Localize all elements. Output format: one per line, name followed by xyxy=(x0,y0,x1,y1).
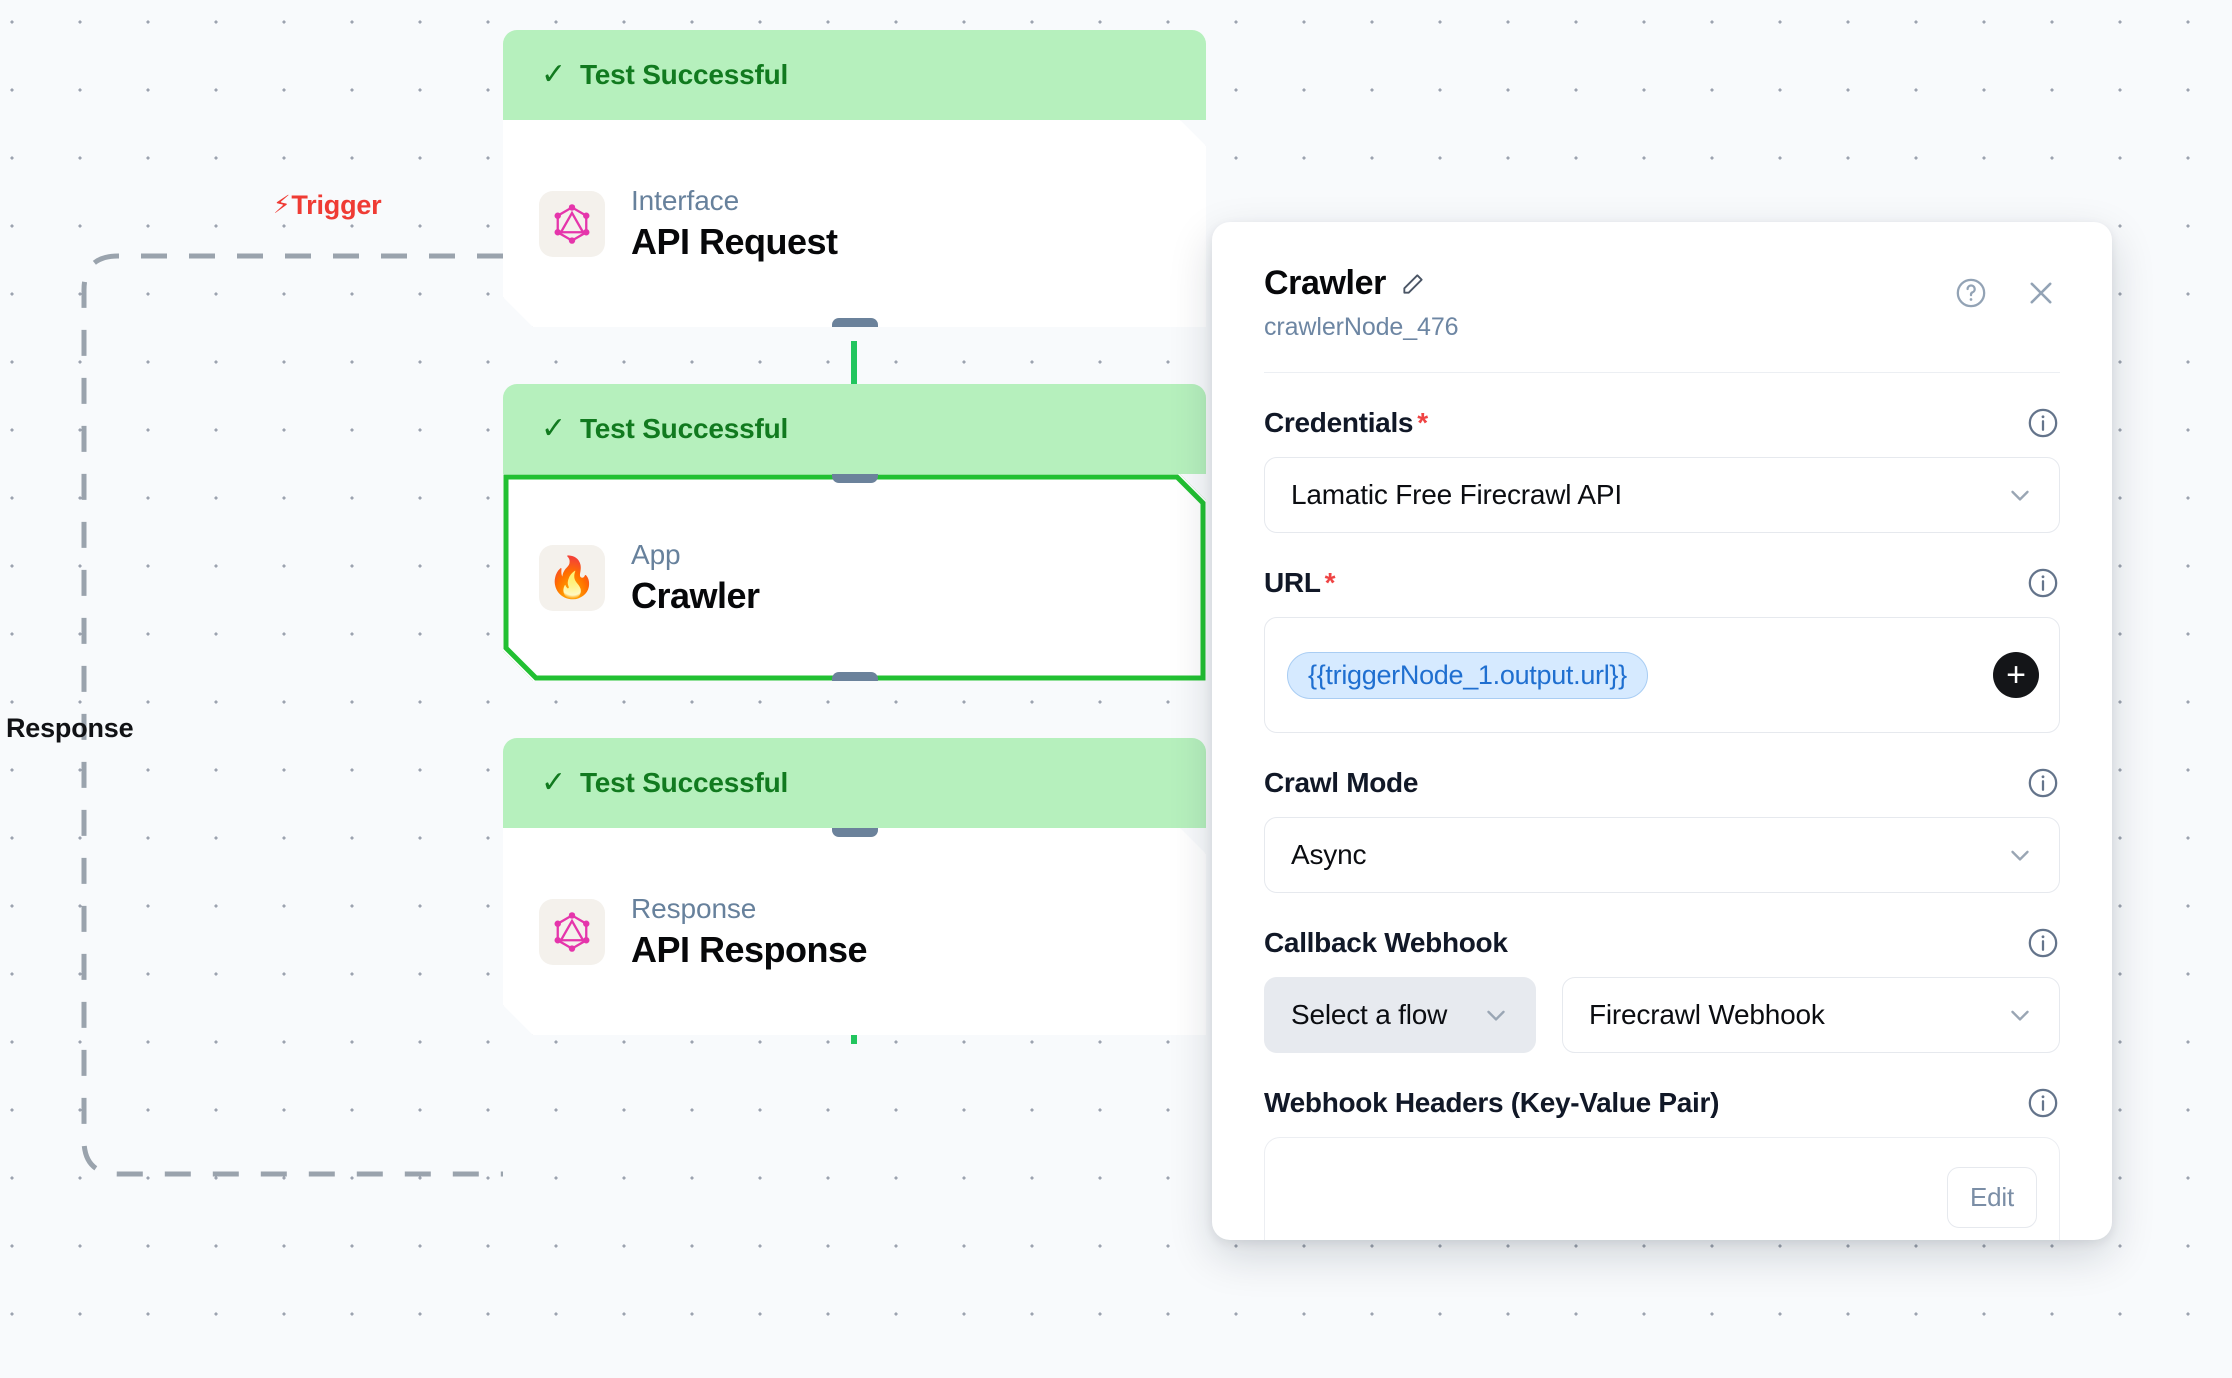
field-label: URL* xyxy=(1264,567,1336,598)
check-icon: ✓ xyxy=(541,766,566,799)
node-title: Crawler xyxy=(631,574,760,616)
edit-button[interactable]: Edit xyxy=(1946,1166,2037,1228)
node-card-body[interactable]: 🔥 App Crawler xyxy=(503,474,1206,681)
node-status-banner: ✓ Test Successful xyxy=(503,384,1206,474)
field-url: URL* {{triggerNode_1.output.url}} + xyxy=(1264,563,2060,733)
required-asterisk: * xyxy=(1417,407,1428,438)
crawl-mode-select[interactable]: Async xyxy=(1264,817,2060,893)
field-label: Credentials* xyxy=(1264,407,1428,438)
webhook-headers-box[interactable]: Edit xyxy=(1264,1137,2060,1240)
check-icon: ✓ xyxy=(541,58,566,91)
flow-select[interactable]: Select a flow xyxy=(1264,977,1536,1053)
node-status-text: Test Successful xyxy=(579,413,789,444)
node-output-handle[interactable] xyxy=(832,318,878,336)
url-input[interactable]: {{triggerNode_1.output.url}} + xyxy=(1264,617,2060,733)
credentials-value: Lamatic Free Firecrawl API xyxy=(1291,479,1622,510)
field-label: Callback Webhook xyxy=(1264,927,1508,958)
close-icon[interactable] xyxy=(2022,274,2060,312)
node-kind: Interface xyxy=(631,184,740,216)
field-label: Crawl Mode xyxy=(1264,767,1419,798)
divider xyxy=(1264,372,2060,373)
pencil-icon[interactable] xyxy=(1400,271,1426,297)
node-api-response[interactable]: ✓ Test Successful Response API Response xyxy=(503,738,1206,1035)
graphql-icon xyxy=(539,191,605,257)
variable-token[interactable]: {{triggerNode_1.output.url}} xyxy=(1287,651,1648,699)
crawl-mode-value: Async xyxy=(1291,839,1367,870)
help-circle-icon[interactable] xyxy=(1952,274,1990,312)
node-config-panel[interactable]: Crawler crawlerNode_476 xyxy=(1212,222,2112,1240)
credentials-select[interactable]: Lamatic Free Firecrawl API xyxy=(1264,457,2060,533)
trigger-label: ⚡ Trigger xyxy=(273,190,382,221)
field-credentials: Credentials* Lamatic Free Firecrawl API xyxy=(1264,403,2060,533)
required-asterisk: * xyxy=(1324,567,1336,598)
flow-value: Select a flow xyxy=(1291,999,1448,1030)
node-status-text: Test Successful xyxy=(579,59,789,90)
check-icon: ✓ xyxy=(541,412,566,445)
info-icon[interactable] xyxy=(2026,926,2060,960)
node-title: API Request xyxy=(631,220,838,262)
node-kind: App xyxy=(631,538,681,570)
trigger-label-text: Trigger xyxy=(291,190,382,220)
page-title: Crawler xyxy=(1264,264,1386,302)
node-title: API Response xyxy=(631,928,868,970)
field-webhook-headers: Webhook Headers (Key-Value Pair) Edit xyxy=(1264,1083,2060,1240)
info-icon[interactable] xyxy=(2026,566,2060,600)
graphql-icon xyxy=(539,899,605,965)
node-card-body[interactable]: Response API Response xyxy=(503,828,1206,1035)
node-card-body[interactable]: Interface API Request xyxy=(503,120,1206,327)
node-selected-outline xyxy=(503,474,1206,681)
field-crawl-mode: Crawl Mode Async xyxy=(1264,763,2060,893)
info-icon[interactable] xyxy=(2026,766,2060,800)
field-callback-webhook: Callback Webhook Select a flow xyxy=(1264,923,2060,1053)
node-id-label: crawlerNode_476 xyxy=(1264,313,1459,341)
field-label: Webhook Headers (Key-Value Pair) xyxy=(1264,1087,1720,1118)
webhook-select[interactable]: Firecrawl Webhook xyxy=(1562,977,2060,1053)
node-status-banner: ✓ Test Successful xyxy=(503,738,1206,828)
node-api-request[interactable]: ✓ Test Successful Interface API Request xyxy=(503,30,1206,327)
webhook-value: Firecrawl Webhook xyxy=(1589,999,1825,1030)
response-label: Response xyxy=(6,713,134,743)
node-status-text: Test Successful xyxy=(579,767,789,798)
chevron-down-icon xyxy=(2005,480,2035,510)
node-crawler[interactable]: ✓ Test Successful 🔥 App Crawler xyxy=(503,384,1206,681)
node-kind: Response xyxy=(631,892,757,924)
node-status-banner: ✓ Test Successful xyxy=(503,30,1206,120)
chevron-down-icon xyxy=(1481,1000,1511,1030)
chevron-down-icon xyxy=(2005,840,2035,870)
node-output-handle[interactable] xyxy=(832,672,878,690)
chevron-down-icon xyxy=(2005,1000,2035,1030)
info-icon[interactable] xyxy=(2026,1086,2060,1120)
flame-icon: 🔥 xyxy=(539,545,605,611)
plus-icon[interactable]: + xyxy=(1993,652,2039,698)
info-icon[interactable] xyxy=(2026,406,2060,440)
bolt-icon: ⚡ xyxy=(273,191,291,219)
